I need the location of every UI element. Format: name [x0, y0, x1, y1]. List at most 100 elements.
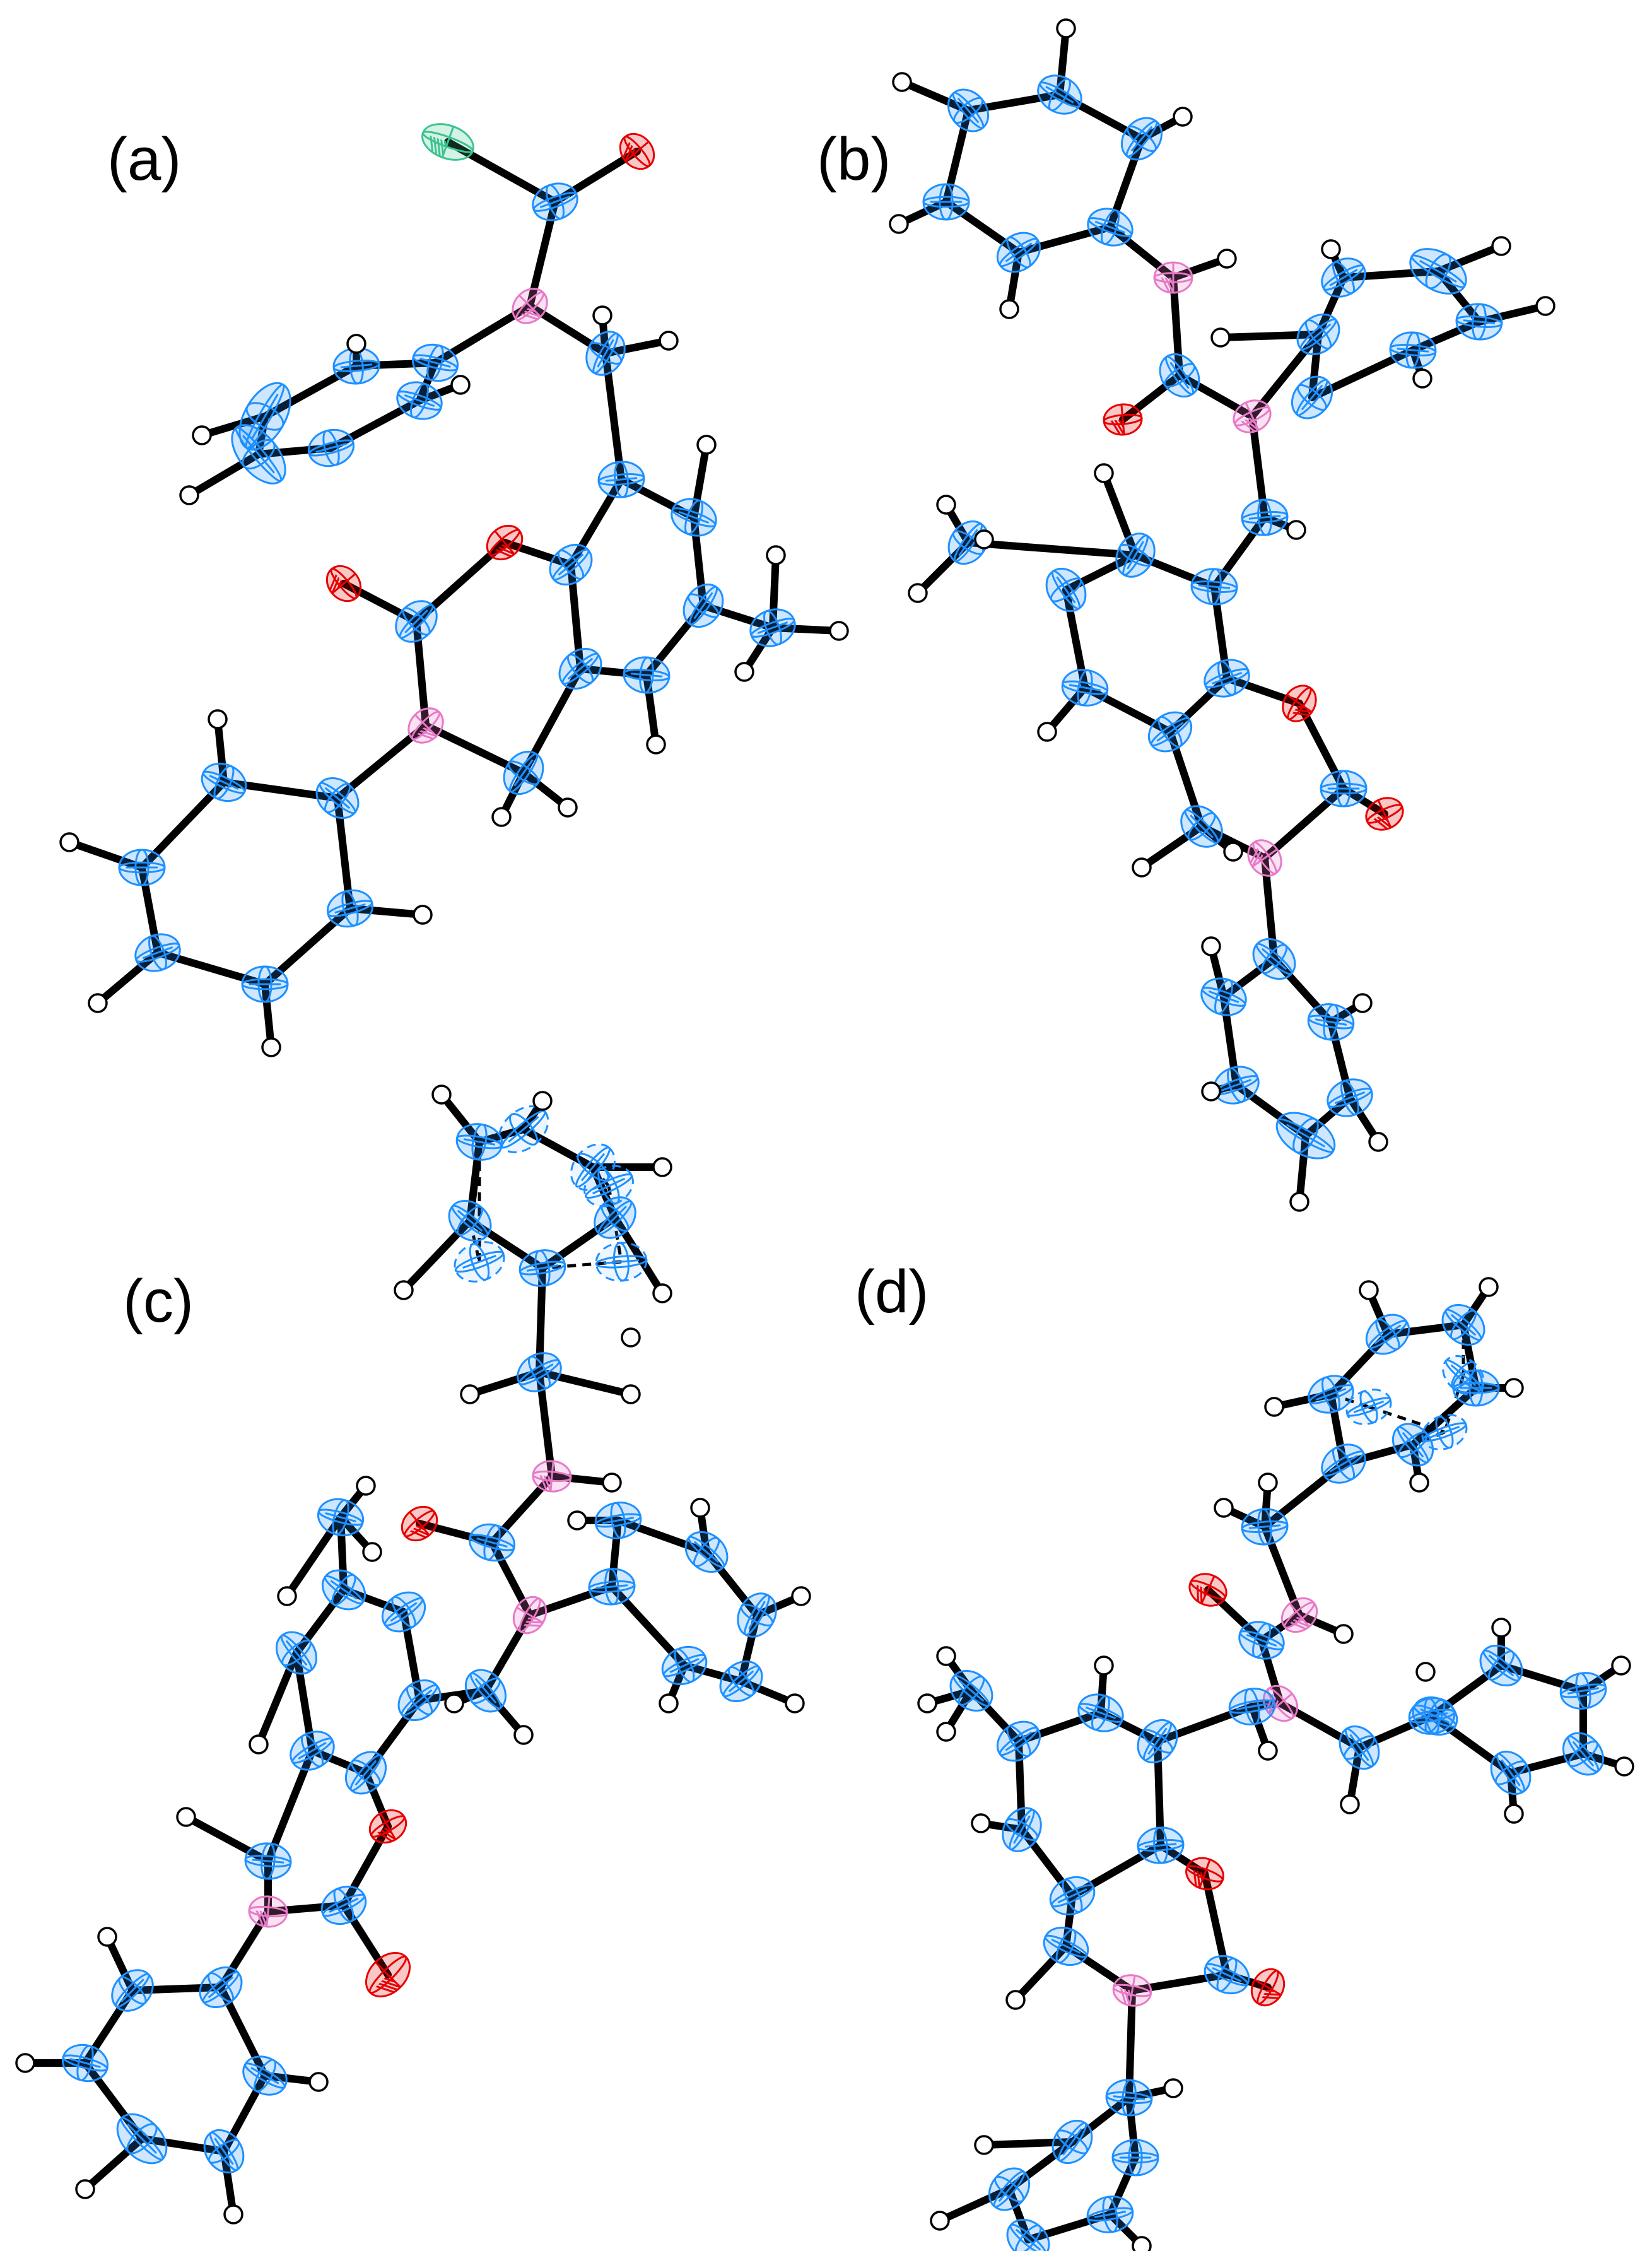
panel-b-carbon-atom: [1087, 208, 1134, 247]
panel-b-carbon-atom: [1389, 331, 1437, 369]
panel-b-carbon-atom: [1045, 567, 1087, 613]
panel-b-bond: [1062, 551, 1139, 594]
panel-c-hydrogen-atom: [277, 1586, 297, 1606]
panel-d-oxygen-atom: [1188, 1573, 1227, 1607]
panel-b-carbon-atom: [1409, 248, 1467, 295]
panel-a-bond: [198, 413, 269, 439]
panel-b-carbon-atom: [1321, 257, 1366, 298]
panel-d-bond: [1258, 1611, 1303, 1644]
panel-b-nitrogen-atom: [1153, 261, 1193, 294]
panel-d-carbon-atom: [1490, 1750, 1532, 1796]
panel-d-hydrogen-atom: [1005, 1990, 1026, 2010]
panel-d-carbon-atom: [1321, 1443, 1366, 1484]
panel-c-oxygen-atom: [365, 1951, 411, 1998]
panel-a-bond: [602, 337, 672, 357]
panel-d-bond: [1356, 1712, 1436, 1751]
panel-d-hydrogen-atom: [974, 2135, 994, 2155]
panel-a-oxygen-atom: [619, 132, 655, 170]
panel-d-hydrogen-atom: [1214, 1498, 1234, 1518]
panel-d-bond: [1125, 2094, 1139, 2161]
panel-d-hydrogen-atom: [1491, 1618, 1511, 1638]
panel-c-carbon-atom: [397, 1679, 442, 1722]
panel-d-bond: [1460, 1321, 1480, 1392]
panel-d-hydrogen-atom: [1258, 1741, 1278, 1761]
panel-d-carbon-atom: [1412, 1696, 1458, 1736]
panel-a-carbon-atom: [238, 382, 291, 451]
panel-d-carbon-atom: [1111, 2139, 1159, 2177]
panel-d-hydrogen-atom: [1258, 1472, 1278, 1493]
panel-a-nitrogen-atom: [407, 707, 444, 744]
panel-c-bond: [548, 1472, 616, 1486]
panel-d-carbon-atom: [1052, 2119, 1093, 2165]
panel-a-bond: [416, 359, 439, 404]
panel-a-bond: [618, 476, 698, 521]
panel-c-carbon-atom: [719, 1660, 763, 1703]
panel-a-hydrogen-atom: [261, 1037, 281, 1057]
panel-c-bond: [337, 1513, 348, 1594]
panel-c-hydrogen-atom: [308, 2072, 329, 2092]
panel-c-carbon-atom: [275, 1631, 318, 1675]
panel-c-carbon-atom: [570, 1143, 616, 1191]
panel-a-hydrogen-atom: [179, 485, 199, 505]
panel-d-carbon-atom: [1204, 1954, 1250, 1995]
panel-a-nitrogen-atom: [512, 288, 548, 324]
panel-b-carbon-atom: [1204, 659, 1250, 698]
panel-d-hydrogen-atom: [1094, 1655, 1114, 1676]
panel-c-bond: [536, 1368, 635, 1398]
panel-b-hydrogen-atom: [889, 214, 909, 234]
panel-b-bond: [964, 539, 1139, 559]
panel-b-bond: [1308, 331, 1322, 401]
panel-b-hydrogen-atom: [1286, 520, 1306, 540]
panel-b-hydrogen-atom: [1217, 249, 1237, 269]
panel-a-carbon-atom: [558, 647, 602, 690]
panel-d-bond: [1327, 1331, 1391, 1398]
panel-d-carbon-atom: [1441, 1303, 1485, 1346]
panel-c-bond: [340, 1823, 392, 1909]
panel-b-bond: [1223, 674, 1303, 707]
panel-c-disordered-bond: [542, 1260, 622, 1270]
panel-c-bond: [614, 1517, 710, 1556]
panel-d-bond: [980, 2138, 1076, 2149]
panel-b-carbon-atom: [1120, 117, 1163, 161]
panel-d-hydrogen-atom: [1504, 1378, 1524, 1398]
panel-c-carbon-atom: [244, 1842, 292, 1880]
panel-b-hydrogen-atom: [1201, 1081, 1221, 1102]
panel-c-carbon-atom: [454, 1241, 505, 1283]
panel-d-carbon-atom: [1228, 1688, 1276, 1725]
panel-c-hydrogen-atom: [652, 1283, 672, 1303]
panel-c-carbon-atom: [448, 1199, 492, 1242]
panel-a-bond: [700, 602, 776, 632]
panel-a-carbon-atom: [411, 343, 459, 382]
panel-b-bond: [1296, 1132, 1309, 1206]
panel-d-carbon-atom: [988, 2167, 1031, 2211]
panel-b-bond: [1308, 346, 1417, 401]
panel-d-carbon-atom: [1137, 1826, 1185, 1864]
panel-d-carbon-atom: [996, 1720, 1041, 1762]
panel-a-bond: [567, 476, 625, 568]
panel-c-carbon-atom: [498, 1105, 549, 1153]
panel-d-oxygen-atom: [1250, 1968, 1286, 2007]
panel-c-hydrogen-atom: [15, 2053, 35, 2073]
panel-c-oxygen-atom: [368, 1809, 407, 1844]
panel-c-disordered-bond: [592, 1166, 610, 1187]
panel-a-hydrogen-atom: [88, 993, 108, 1013]
panel-label-d: (d): [855, 1258, 929, 1325]
panel-c-nitrogen-atom: [512, 1596, 548, 1635]
panel-c-carbon-atom: [464, 1669, 507, 1713]
panel-b-hydrogen-atom: [1201, 936, 1221, 956]
panel-b-hydrogen-atom: [1094, 463, 1114, 483]
panel-d-bond: [1409, 1384, 1480, 1449]
panel-b-bond: [1119, 372, 1183, 423]
panel-b-oxygen-atom: [1365, 797, 1404, 831]
panel-a-hydrogen-atom: [558, 797, 578, 818]
panel-d-carbon-atom: [1562, 1732, 1605, 1776]
panel-c-carbon-atom: [203, 2129, 245, 2174]
panel-c-hydrogen-atom: [249, 1734, 269, 1754]
panel-d-carbon-atom: [1391, 1423, 1434, 1467]
panel-d-carbon-atom: [1339, 1725, 1380, 1770]
panel-a-hydrogen-atom: [491, 807, 512, 827]
panel-a-carbon-atom: [315, 777, 360, 820]
panel-a-carbon-atom: [134, 933, 181, 972]
panel-d-bond: [1069, 1842, 1164, 1900]
panel-c-bond: [220, 2072, 269, 2155]
